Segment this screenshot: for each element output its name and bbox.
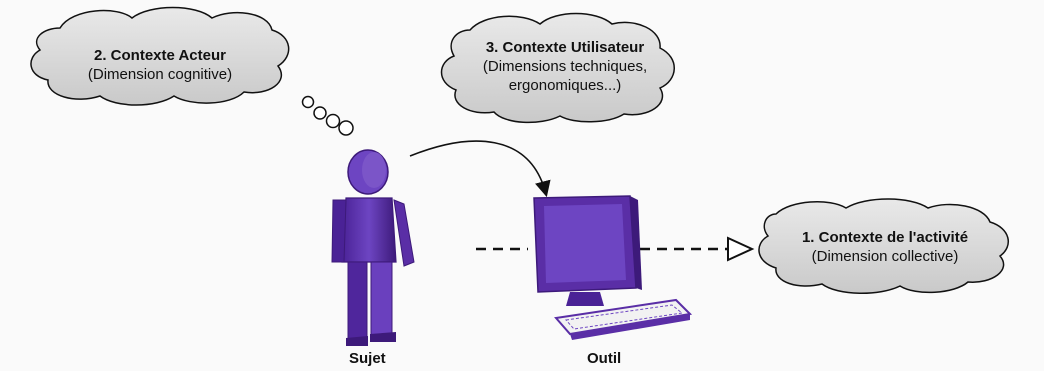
cloud-user-subtitle-line2: ergonomiques...) [508,77,622,94]
cloud-actor [30,6,290,106]
cloud-actor-text: 2. Contexte Acteur (Dimension cognitive) [70,46,250,84]
cloud-user-title: 3. Contexte Utilisateur [485,39,645,56]
computer-icon [533,195,693,340]
cloud-actor-title: 2. Contexte Acteur [94,47,226,64]
subject-label: Sujet [349,350,386,367]
cloud-activity-title: 1. Contexte de l'activité [801,229,969,246]
cloud-activity-subtitle: (Dimension collective) [811,248,959,265]
tool-label: Outil [587,350,622,367]
cloud-user-subtitle-line1: (Dimensions techniques, [482,58,648,75]
cloud-actor-subtitle: (Dimension cognitive) [87,66,233,83]
person-icon [331,149,415,346]
cloud-user-text: 3. Contexte Utilisateur (Dimensions tech… [470,38,660,95]
cloud-user [440,12,675,124]
thought-bubbles [301,95,354,136]
curved-arrow [409,140,551,198]
cloud-activity-text: 1. Contexte de l'activité (Dimension col… [785,228,985,266]
cloud-activity [758,198,1010,294]
dashed-arrow [476,236,755,262]
